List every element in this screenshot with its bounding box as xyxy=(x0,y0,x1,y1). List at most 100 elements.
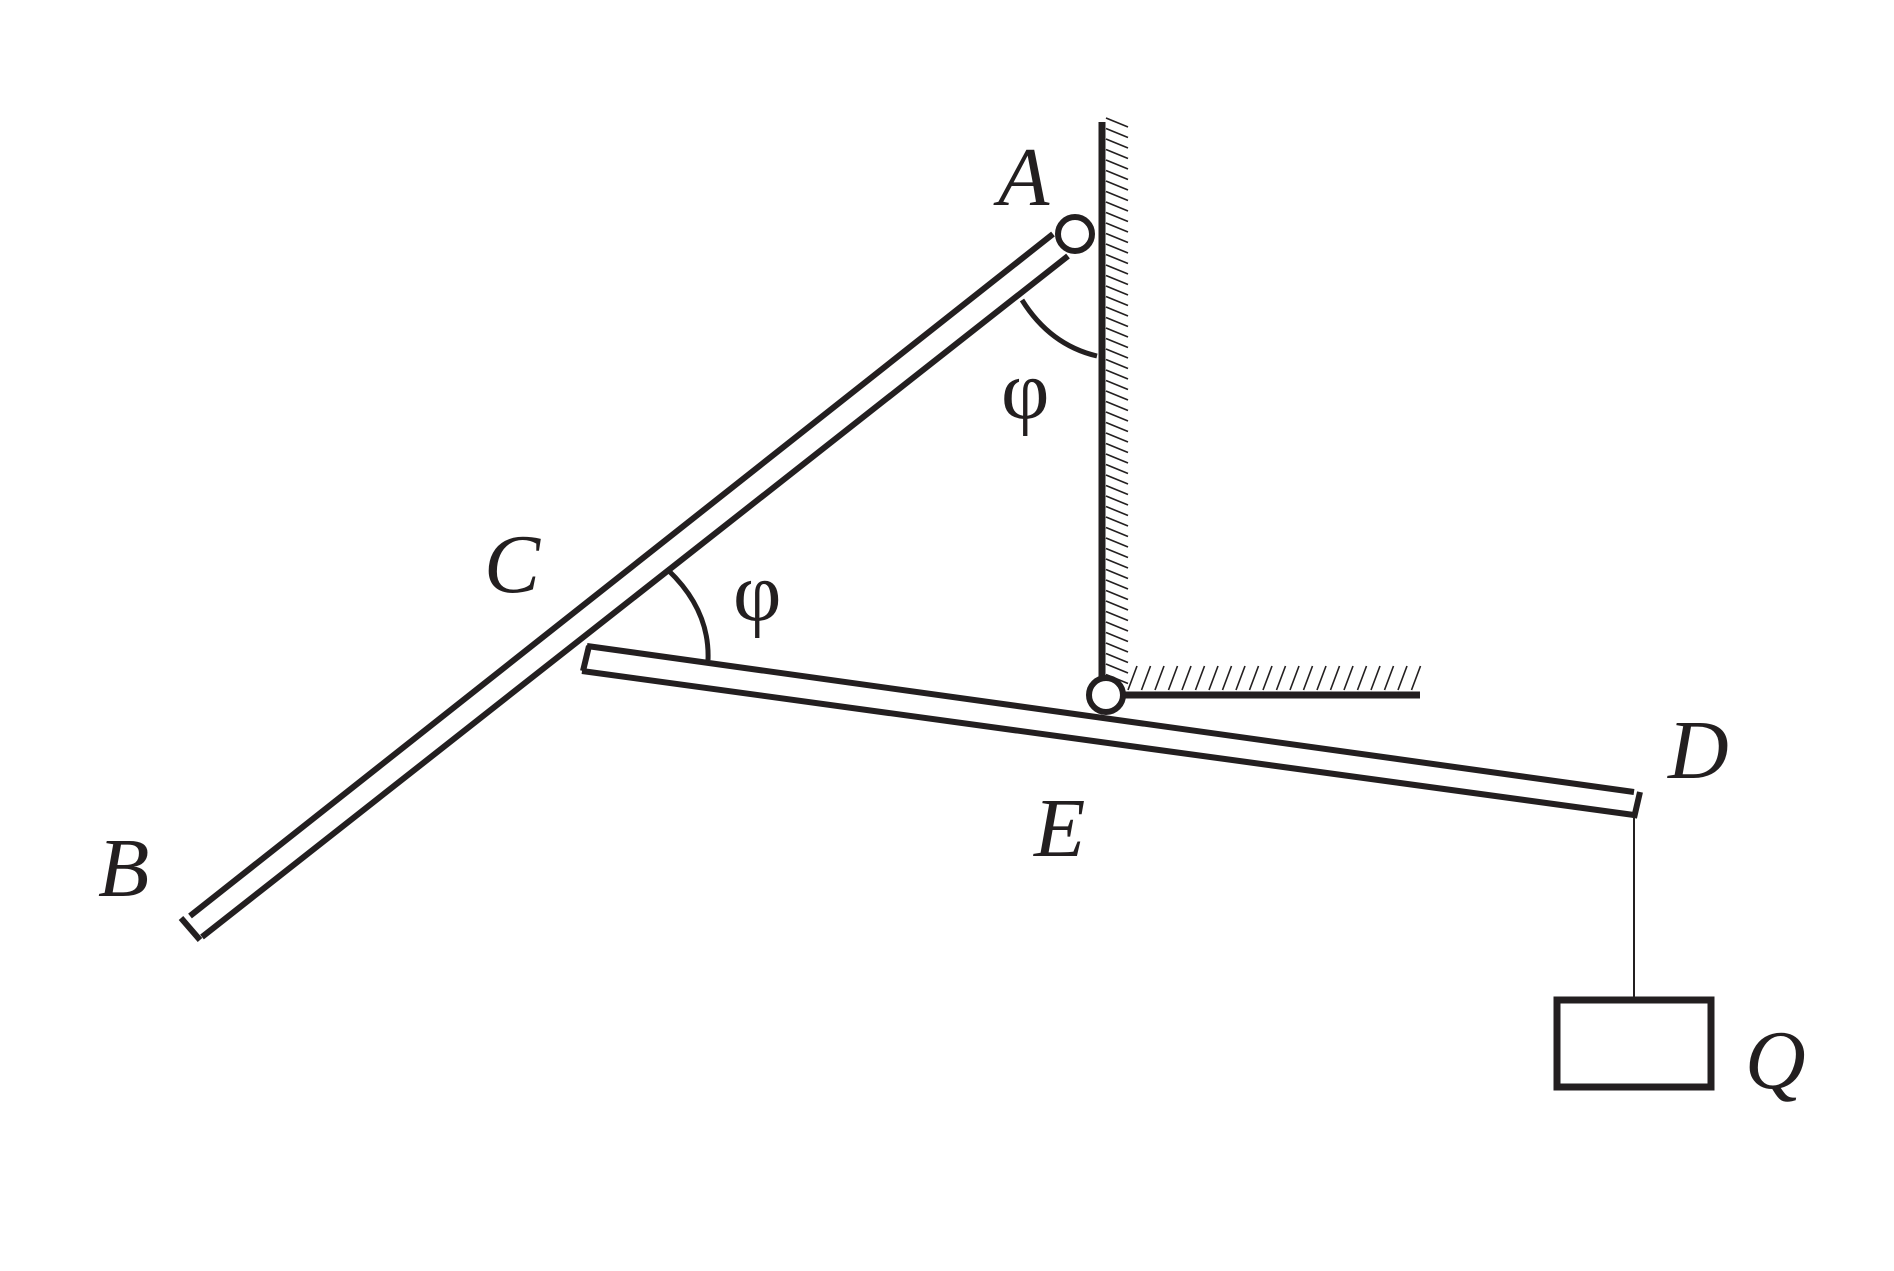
hatch-mark xyxy=(1343,665,1354,691)
hatch-mark xyxy=(1262,665,1273,691)
hatch-mark xyxy=(1105,190,1129,202)
hatch-mark xyxy=(1105,169,1129,181)
hatch-mark xyxy=(1105,621,1129,632)
hatch-mark xyxy=(1105,138,1129,149)
hatch-mark xyxy=(1105,547,1129,559)
hatch-mark xyxy=(1370,665,1381,691)
hatch-mark xyxy=(1105,127,1129,139)
rod-cd-end-cap-d xyxy=(1631,791,1643,819)
rod-cd-upper-edge xyxy=(586,643,1635,795)
hatch-mark xyxy=(1105,663,1129,674)
hatch-mark xyxy=(1105,652,1129,664)
hatch-mark xyxy=(1105,253,1129,265)
rod-cd-lower-edge xyxy=(581,668,1635,818)
rod-cd-end-cap-c xyxy=(580,645,592,672)
hatch-mark xyxy=(1105,201,1129,212)
hatch-mark xyxy=(1397,665,1408,691)
hatch-mark xyxy=(1105,474,1129,485)
hatch-mark xyxy=(1105,264,1129,275)
hatch-mark xyxy=(1154,665,1165,691)
hatch-mark xyxy=(1105,379,1129,391)
hatch-mark xyxy=(1105,411,1129,422)
hatch-mark xyxy=(1105,306,1129,317)
vertical-wall xyxy=(1098,117,1129,695)
pin-a xyxy=(1055,214,1095,254)
label-q: Q xyxy=(1745,1014,1806,1107)
hatch-mark xyxy=(1105,117,1129,128)
hatch-mark xyxy=(1105,568,1129,580)
hatch-mark xyxy=(1167,665,1179,691)
pin-e xyxy=(1086,675,1126,715)
label-a: A xyxy=(993,131,1050,224)
label-b: B xyxy=(98,822,149,915)
hatch-mark xyxy=(1105,505,1129,517)
hatch-mark xyxy=(1140,665,1152,691)
hatch-mark xyxy=(1105,537,1129,548)
hatch-mark xyxy=(1105,390,1129,401)
hatch-mark xyxy=(1105,516,1129,527)
hatch-mark xyxy=(1105,159,1129,170)
rod-cd xyxy=(580,643,1643,819)
hatch-mark xyxy=(1105,222,1129,233)
hatch-mark xyxy=(1356,665,1368,691)
load-box xyxy=(1553,996,1715,1091)
hatch-mark xyxy=(1105,148,1129,160)
rod-ab-end-cap-b xyxy=(178,916,203,942)
hatch-mark xyxy=(1221,665,1233,691)
hatch-mark xyxy=(1105,579,1129,590)
hatch-mark xyxy=(1235,665,1246,691)
hatch-mark xyxy=(1105,295,1129,307)
hatch-mark xyxy=(1105,526,1129,538)
hatch-mark xyxy=(1105,211,1129,223)
hatch-mark xyxy=(1105,243,1129,254)
hatch-mark xyxy=(1105,232,1129,244)
hatch-mark xyxy=(1181,665,1192,691)
hatch-mark xyxy=(1105,337,1129,349)
hatch-mark xyxy=(1105,495,1129,506)
hatch-mark xyxy=(1410,665,1422,691)
hatch-mark xyxy=(1105,453,1129,464)
hatch-mark xyxy=(1105,358,1129,370)
hatch-mark xyxy=(1105,421,1129,433)
label-d: D xyxy=(1667,704,1729,797)
label-c: C xyxy=(484,518,541,611)
label-e: E xyxy=(1033,782,1085,875)
angle-arc-middle xyxy=(666,568,711,661)
hatch-mark xyxy=(1105,589,1129,601)
hatch-mark xyxy=(1105,400,1129,412)
hatch-mark xyxy=(1105,274,1129,286)
hatch-mark xyxy=(1105,180,1129,191)
angle-label-top: φ xyxy=(1001,344,1049,437)
horizontal-floor xyxy=(1102,665,1422,699)
rod-ab xyxy=(178,231,1070,942)
vertical-wall-hatching xyxy=(1105,117,1129,695)
hatch-mark xyxy=(1105,442,1129,454)
hatch-mark xyxy=(1105,484,1129,496)
hatch-mark xyxy=(1105,285,1129,296)
hatch-mark xyxy=(1127,665,1138,691)
hatch-mark xyxy=(1105,369,1129,380)
hatch-mark xyxy=(1383,665,1395,691)
angle-label-middle: φ xyxy=(733,546,781,639)
hatch-mark xyxy=(1105,327,1129,338)
rod-ab-lower-edge xyxy=(200,253,1070,940)
hatch-mark xyxy=(1105,631,1129,643)
hatch-mark xyxy=(1275,665,1287,691)
hatch-mark xyxy=(1105,463,1129,475)
hatch-mark xyxy=(1208,665,1219,691)
hatch-mark xyxy=(1316,665,1327,691)
hatch-mark xyxy=(1105,558,1129,569)
angle-arc-top xyxy=(1019,298,1098,359)
hatch-mark xyxy=(1105,610,1129,622)
hatch-mark xyxy=(1302,665,1314,691)
hatch-mark xyxy=(1105,316,1129,328)
hatch-mark xyxy=(1105,348,1129,359)
hatch-mark xyxy=(1194,665,1206,691)
hatch-mark xyxy=(1105,432,1129,443)
horizontal-floor-hatching xyxy=(1127,665,1422,691)
hatch-mark xyxy=(1248,665,1260,691)
hatch-mark xyxy=(1289,665,1300,691)
hatch-mark xyxy=(1105,600,1129,611)
hatch-mark xyxy=(1105,642,1129,653)
